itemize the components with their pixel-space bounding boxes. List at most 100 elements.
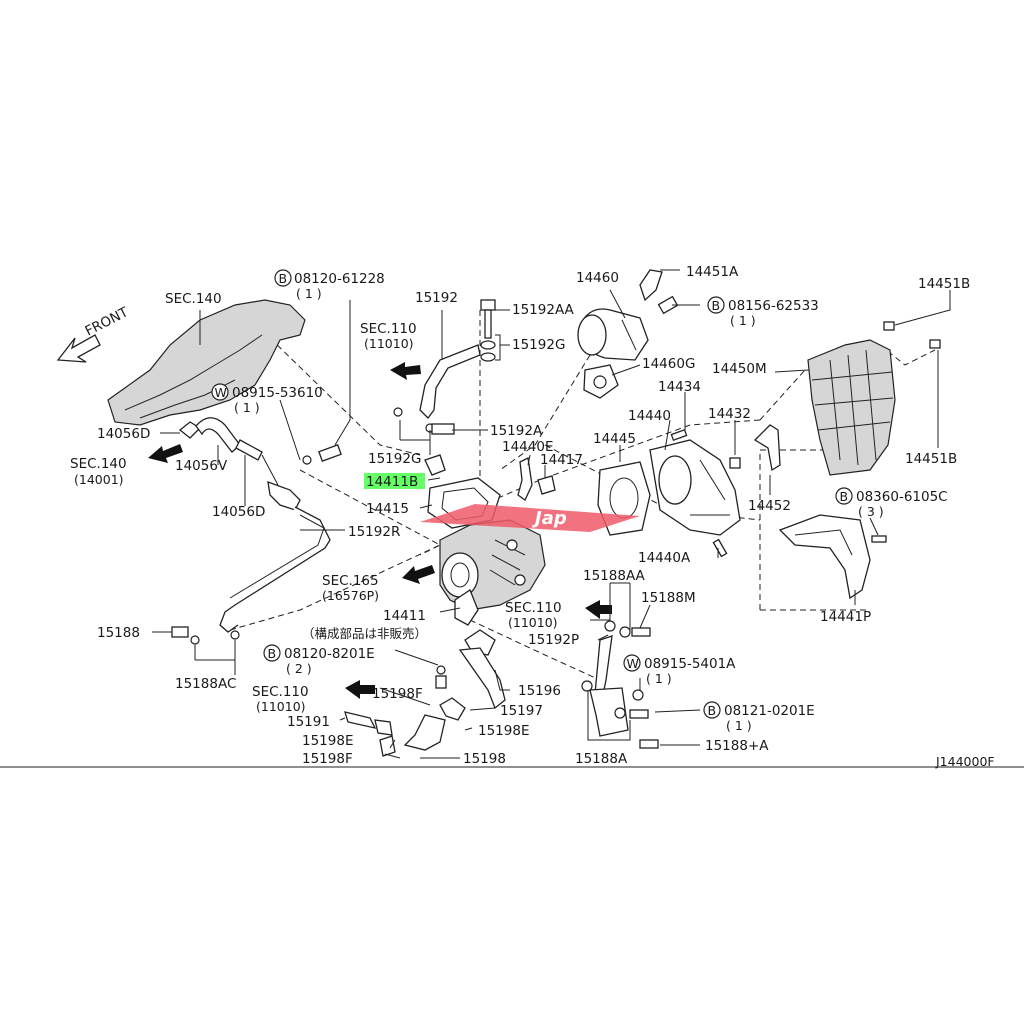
direction-arrows xyxy=(148,362,612,699)
label-15188: 15188 xyxy=(97,625,140,641)
label-15188M: 15188M xyxy=(641,590,696,606)
label-14452: 14452 xyxy=(748,498,791,514)
studs-right xyxy=(670,428,741,558)
left-hoses xyxy=(178,417,331,633)
callout-number: 08156-62533 xyxy=(728,298,819,314)
callout-qty: ( 3 ) xyxy=(858,504,884,519)
callout-letter: B xyxy=(268,646,277,661)
highlight-14411B xyxy=(364,473,425,489)
sec-165-sub: (16576P) xyxy=(322,588,379,603)
dashed-guide-lines xyxy=(229,310,936,681)
label-14415: 14415 xyxy=(366,501,409,517)
label-15198: 15198 xyxy=(463,751,506,767)
callout-08360-6105C: B 08360-6105C ( 3 ) xyxy=(835,487,948,519)
sec-110-top-sub: (11010) xyxy=(364,336,414,351)
label-15192: 15192 xyxy=(415,290,458,306)
callout-qty: ( 1 ) xyxy=(234,400,260,415)
sec-110-bottom: SEC.110 xyxy=(252,684,309,700)
label-15198E-a: 15198E xyxy=(302,733,353,749)
callout-number: 08121-0201E xyxy=(724,703,815,719)
label-14451A: 14451A xyxy=(686,264,739,280)
callout-08915-53610: W 08915-53610 ( 1 ) xyxy=(211,383,323,415)
label-15192AA: 15192AA xyxy=(512,302,575,318)
watermark-logo: Jap xyxy=(420,504,640,532)
bolt-15192AA xyxy=(480,299,496,362)
label-14434: 14434 xyxy=(658,379,701,395)
bracket-14452 xyxy=(753,424,781,472)
oil-pipe-15188A xyxy=(581,620,659,749)
sec-110-mid-sub: (11010) xyxy=(508,615,558,630)
label-14056V: 14056V xyxy=(175,458,228,474)
label-15191: 15191 xyxy=(287,714,330,730)
callout-letter: B xyxy=(279,271,288,286)
label-15192P: 15192P xyxy=(528,632,579,648)
label-15197: 15197 xyxy=(500,703,543,719)
callout-number: 08360-6105C xyxy=(856,489,948,505)
callout-08915-5401A: W 08915-5401A ( 1 ) xyxy=(623,654,736,686)
callout-qty: ( 1 ) xyxy=(726,718,752,733)
heat-shield-14441P xyxy=(778,514,887,600)
callout-letter: W xyxy=(627,656,639,671)
sec-140-top: SEC.140 xyxy=(165,291,222,307)
leader-lines xyxy=(152,269,951,759)
callout-08120-61228: B 08120-61228 ( 1 ) xyxy=(274,269,385,301)
watermark-text: Jap xyxy=(532,508,567,529)
label-15198F-b: 15198F xyxy=(302,751,353,767)
elbow-14460 xyxy=(577,269,679,361)
callout-qty: ( 1 ) xyxy=(646,671,672,686)
front-arrow xyxy=(56,334,101,363)
label-14451B-b: 14451B xyxy=(905,451,957,467)
label-15196: 15196 xyxy=(518,683,561,699)
callout-08121-0201E: B 08121-0201E ( 1 ) xyxy=(703,701,815,733)
label-15192G-b: 15192G xyxy=(368,451,421,467)
callout-number: 08915-5401A xyxy=(644,656,736,672)
label-14451B-a: 14451B xyxy=(918,276,970,292)
label-14411: 14411 xyxy=(383,608,426,624)
heat-shield-14450M xyxy=(807,339,896,476)
label-14445: 14445 xyxy=(593,431,636,447)
label-14440A: 14440A xyxy=(638,550,691,566)
label-14450M: 14450M xyxy=(712,361,767,377)
label-14056D-a: 14056D xyxy=(97,426,150,442)
callout-qty: ( 2 ) xyxy=(286,661,312,676)
label-14432: 14432 xyxy=(708,406,751,422)
label-14460G: 14460G xyxy=(642,356,695,372)
callout-qty: ( 1 ) xyxy=(730,313,756,328)
label-14411B: 14411B xyxy=(366,474,418,490)
label-15188A: 15188A xyxy=(575,751,628,767)
sec-140-left: SEC.140 xyxy=(70,456,127,472)
callout-number: 08120-61228 xyxy=(294,271,385,287)
water-hoses-lower xyxy=(344,629,506,757)
callout-number: 08915-53610 xyxy=(232,385,323,401)
callout-08120-8201E: B 08120-8201E ( 2 ) xyxy=(263,644,375,676)
sec-110-bottom-sub: (11010) xyxy=(256,699,306,714)
label-15188plusA: 15188+A xyxy=(705,738,769,754)
exhaust-manifold-shape xyxy=(107,299,306,426)
sec-165: SEC.165 xyxy=(322,573,379,589)
outlet-14440 xyxy=(649,439,741,536)
gasket-14460G xyxy=(583,364,619,399)
callout-letter: B xyxy=(840,489,849,504)
sec-110-top: SEC.110 xyxy=(360,321,417,337)
label-14056D-b: 14056D xyxy=(212,504,265,520)
oil-pipe-15192 xyxy=(393,344,481,435)
diagram-code: J144000F xyxy=(935,754,995,769)
bolt-08120-61228 xyxy=(302,444,342,465)
callout-number: 08120-8201E xyxy=(284,646,375,662)
label-14417: 14417 xyxy=(540,452,583,468)
label-14460: 14460 xyxy=(576,270,619,286)
callout-letter: B xyxy=(712,298,721,313)
sec-140-left-sub: (14001) xyxy=(74,472,124,487)
bolts-14451B xyxy=(883,321,941,349)
label-15188AA: 15188AA xyxy=(583,568,646,584)
callout-qty: ( 1 ) xyxy=(296,286,322,301)
label-15198F-a: 15198F xyxy=(372,686,423,702)
bracket-14440E xyxy=(517,457,556,501)
label-15192A: 15192A xyxy=(490,423,543,439)
label-jp-note: （構成部品は非販売） xyxy=(302,626,427,641)
front-label: FRONT xyxy=(83,304,132,340)
label-14440E: 14440E xyxy=(502,439,553,455)
label-15192G-a: 15192G xyxy=(512,337,565,353)
sec-110-mid: SEC.110 xyxy=(505,600,562,616)
